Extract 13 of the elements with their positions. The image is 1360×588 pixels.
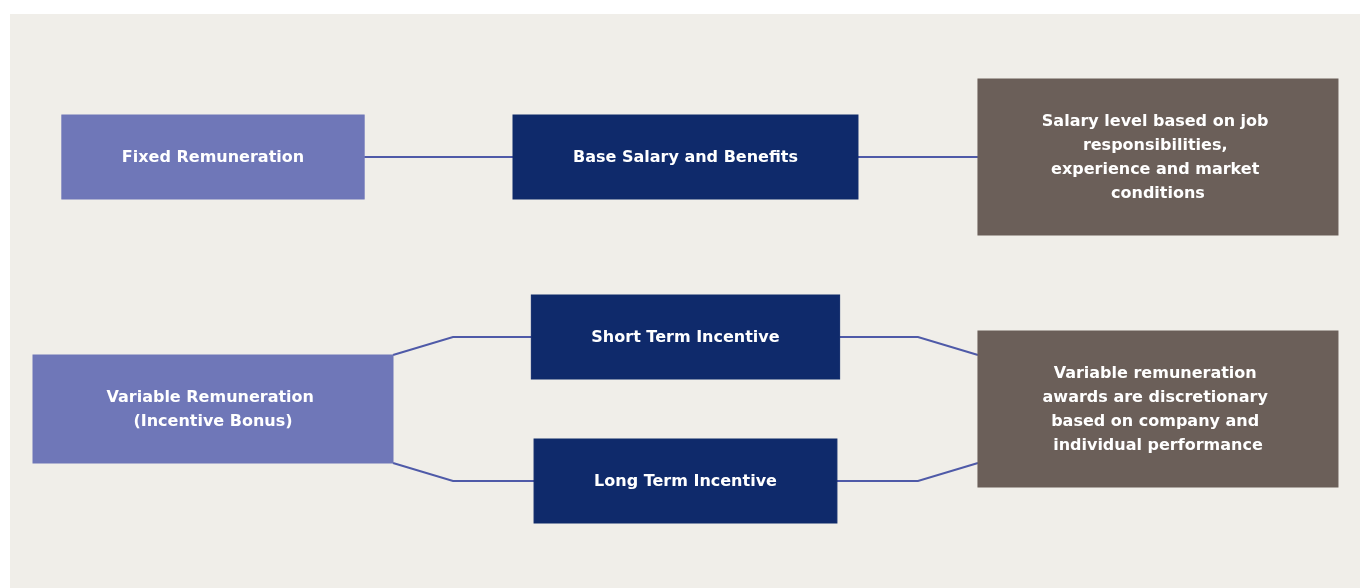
node-box: Fixed Remuneration <box>60 114 365 200</box>
node-box: Salary level based on job responsibilities, experience and market conditions <box>977 78 1338 236</box>
connector <box>362 156 514 158</box>
connector <box>838 336 979 356</box>
node-box: Variable remuneration awards are discretionary based on company and individual performance <box>977 330 1338 488</box>
connector <box>856 156 979 158</box>
node-box: Variable Remuneration (Incentive Bonus) <box>32 354 393 464</box>
connector <box>391 462 535 482</box>
node-box: Base Salary and Benefits <box>512 114 858 200</box>
node-box: Short Term Incentive <box>530 294 840 380</box>
connector <box>391 336 532 356</box>
node-box: Long Term Incentive <box>533 438 837 524</box>
connector <box>835 462 979 482</box>
